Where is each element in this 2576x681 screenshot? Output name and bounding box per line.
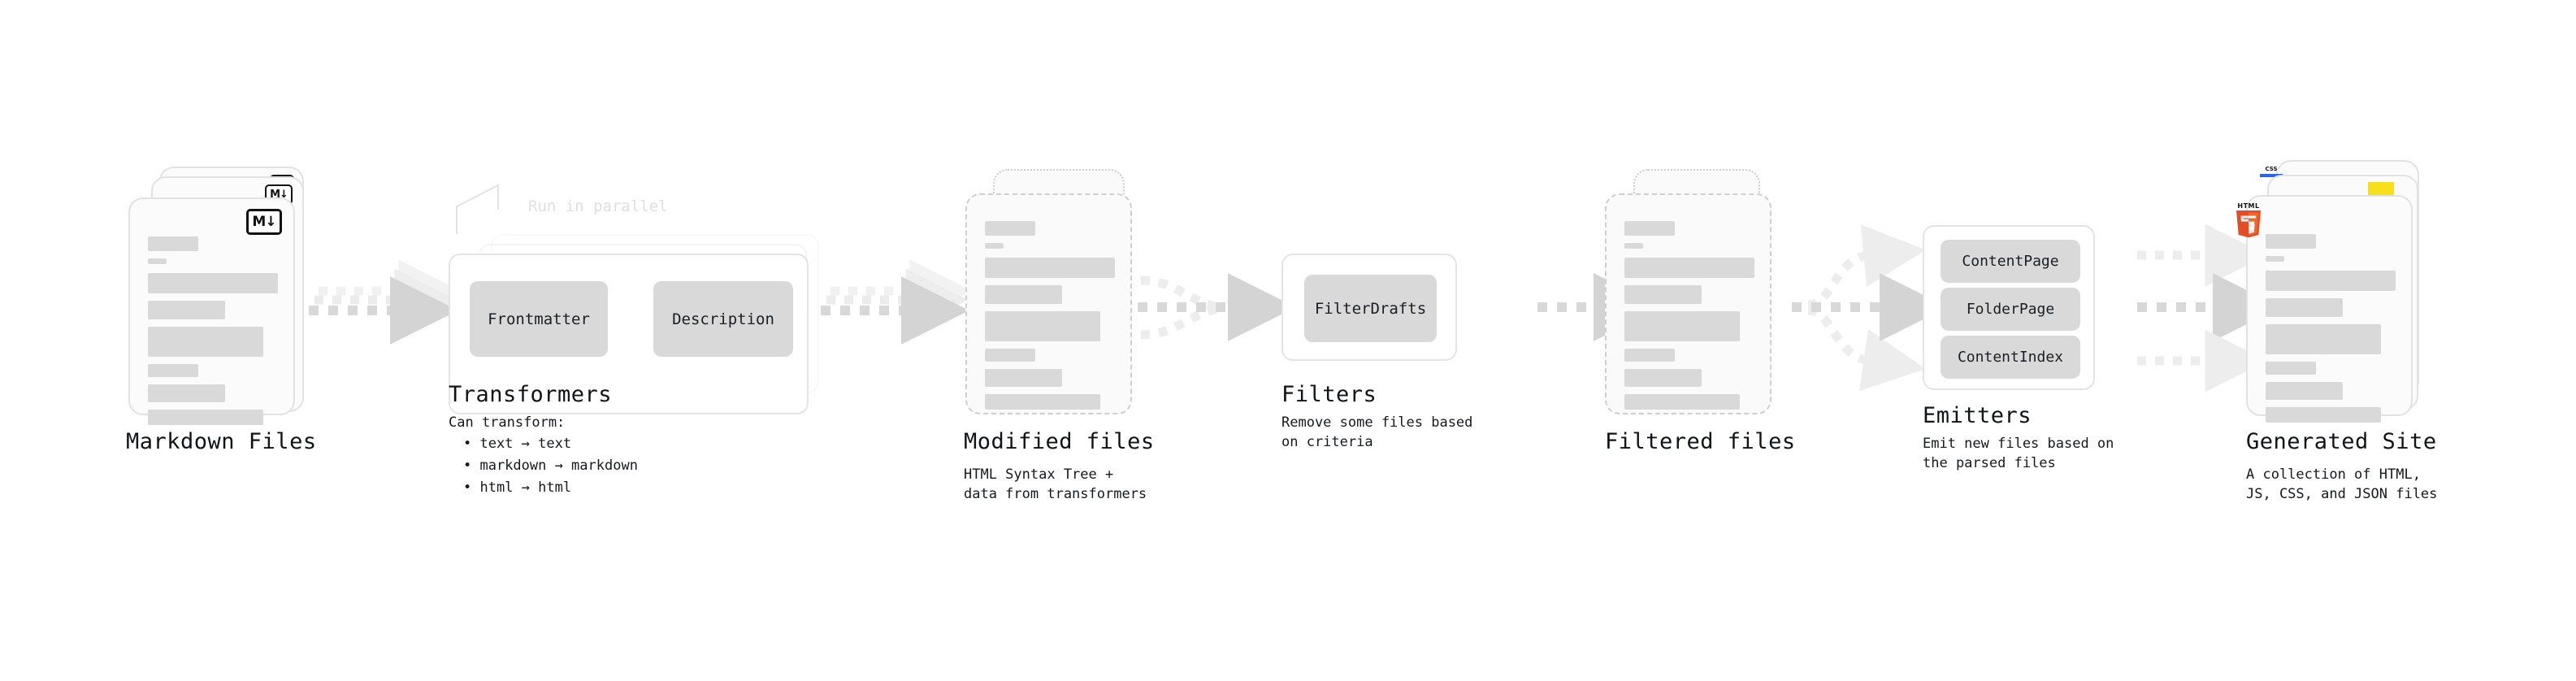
chip-label: ContentIndex: [1957, 349, 2064, 366]
generated-site-subtitle: A collection of HTML, JS, CSS, and JSON …: [2246, 466, 2438, 502]
skeleton-bar: [985, 369, 1062, 387]
css3-icon: CSS: [2260, 166, 2283, 177]
filters-subtitle: Remove some files based on criteria: [1281, 414, 1473, 450]
run-in-parallel-note: Run in parallel: [528, 197, 668, 215]
skeleton-bar: [985, 221, 1035, 236]
css3-icon-bar: [2260, 174, 2283, 177]
skeleton-bar: [985, 285, 1062, 304]
modified-file-card-front: [965, 193, 1132, 414]
chip-content-page[interactable]: ContentPage: [1941, 240, 2080, 283]
skeleton-bar: [1624, 221, 1675, 236]
stage-title-markdown-files: Markdown Files: [126, 429, 317, 454]
run-in-parallel-leader: [456, 184, 499, 234]
stage-title-transformers: Transformers: [449, 382, 613, 407]
skeleton-bar: [1624, 369, 1702, 387]
stage-title-modified-files: Modified files: [964, 429, 1155, 454]
filtered-file-card-front: [1605, 193, 1772, 414]
skeleton-bar: [2266, 324, 2381, 354]
skeleton-bar: [1624, 311, 1740, 341]
skeleton-bar: [2266, 362, 2316, 375]
skeleton-bar: [148, 384, 225, 402]
transformers-bullet-0: • text → text: [463, 436, 572, 452]
skeleton-bar: [148, 236, 198, 251]
chip-label: Description: [672, 310, 774, 328]
connector-emitters-to-site: [2137, 223, 2281, 393]
skeleton-bar: [148, 301, 225, 319]
stage-title-filters: Filters: [1281, 382, 1377, 407]
transformers-bullet-2: • html → html: [463, 479, 572, 496]
skeleton-bar: [1624, 258, 1754, 278]
stage-title-generated-site: Generated Site: [2246, 429, 2437, 454]
skeleton-bar: [2266, 382, 2343, 400]
markdown-file-card-front: M↓: [128, 197, 295, 425]
css3-icon-label: CSS: [2265, 166, 2278, 172]
skeleton-bar: [148, 410, 263, 425]
chip-label: FolderPage: [1966, 301, 2055, 318]
emitters-subtitle: Emit new files based on the parsed files: [1923, 436, 2114, 471]
skeleton-bar: [985, 311, 1100, 341]
chip-frontmatter[interactable]: Frontmatter: [470, 281, 608, 357]
skeleton-bar: [2266, 256, 2284, 262]
transformers-subtitle: Can transform:: [449, 414, 566, 431]
skeleton-bar: [985, 394, 1100, 410]
stage-title-emitters: Emitters: [1923, 403, 2032, 428]
transformers-bullet-1: • markdown → markdown: [463, 458, 638, 474]
skeleton-bar: [1624, 285, 1702, 304]
skeleton-bar: [985, 258, 1115, 278]
skeleton-bar: [2266, 271, 2396, 291]
html5-icon: HTML: [2235, 202, 2262, 237]
skeleton-bar: [148, 364, 198, 377]
chip-folder-page[interactable]: FolderPage: [1941, 288, 2080, 331]
skeleton-bar: [1624, 394, 1740, 410]
skeleton-bar: [148, 327, 263, 357]
skeleton-bar: [148, 258, 167, 264]
js-icon: [2368, 182, 2394, 197]
chip-filter-drafts[interactable]: FilterDrafts: [1304, 275, 1437, 342]
transformers-box: Frontmatter Description: [449, 254, 809, 414]
connector-modified-to-filters: [1138, 273, 1296, 341]
skeleton-bar: [1624, 349, 1675, 362]
connector-transformers-to-modified: [821, 259, 973, 345]
skeleton-bar: [2266, 407, 2381, 423]
chip-label: ContentPage: [1962, 253, 2059, 270]
chip-label: Frontmatter: [488, 310, 590, 328]
skeleton-bar: [2266, 234, 2316, 249]
chip-label: FilterDrafts: [1314, 299, 1427, 318]
emitters-box: ContentPage FolderPage ContentIndex: [1923, 225, 2095, 390]
filters-box: FilterDrafts: [1281, 254, 1457, 361]
stage-title-filtered-files: Filtered files: [1605, 429, 1796, 454]
skeleton-bar: [985, 349, 1035, 362]
generated-file-card-front: HTML: [2236, 195, 2413, 423]
skeleton-bar: [148, 273, 278, 293]
connector-markdown-to-transformers: [309, 259, 462, 345]
chip-description[interactable]: Description: [653, 281, 793, 357]
skeleton-bar: [2266, 298, 2343, 317]
modified-files-subtitle: HTML Syntax Tree + data from transformer…: [964, 466, 1147, 502]
markdown-icon: M↓: [246, 209, 282, 235]
connector-filtered-to-emitters: [1792, 224, 1948, 392]
html5-icon-label: HTML: [2237, 202, 2260, 210]
chip-content-index[interactable]: ContentIndex: [1941, 336, 2080, 379]
skeleton-bar: [1624, 243, 1643, 249]
html5-shield: [2236, 210, 2261, 237]
skeleton-bar: [985, 243, 1004, 249]
